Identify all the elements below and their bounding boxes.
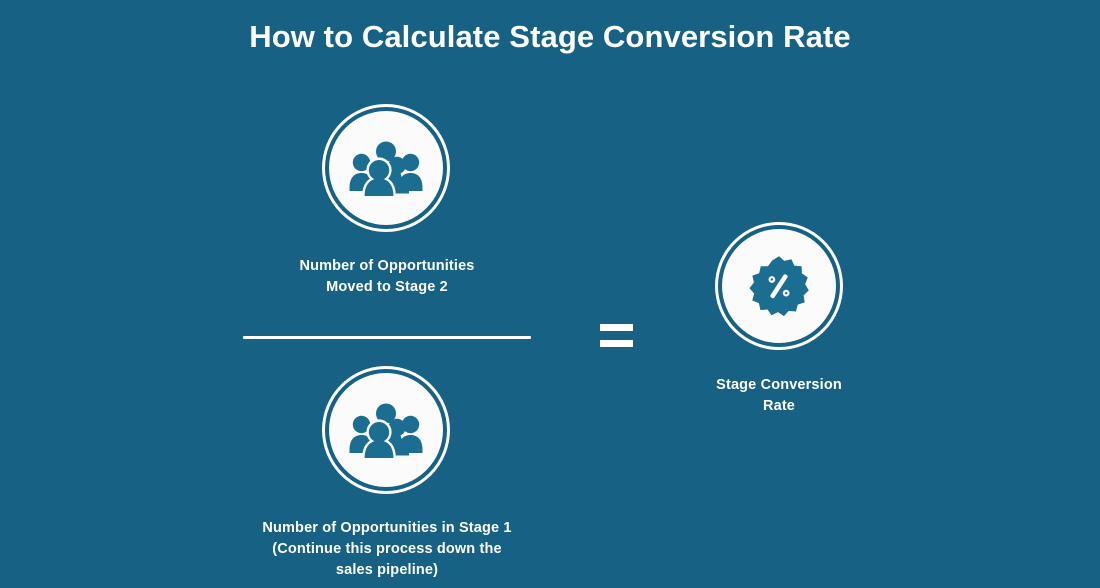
result-ring (715, 222, 843, 350)
people-group-icon (329, 111, 443, 225)
denominator-caption-line-1: Number of Opportunities in Stage 1 (262, 520, 512, 536)
numerator-caption: Number of Opportunities Moved to Stage 2 (187, 256, 587, 298)
numerator-ring (322, 104, 450, 232)
equals-sign-bar-bottom (600, 340, 633, 347)
numerator-caption-line-2: Moved to Stage 2 (326, 279, 448, 295)
equals-sign-bar-top (600, 324, 633, 331)
denominator-icon-badge (322, 366, 450, 494)
numerator-icon-badge (322, 104, 450, 232)
people-group-icon (329, 373, 443, 487)
denominator-caption-line-3: sales pipeline) (335, 562, 439, 578)
denominator-caption: Number of Opportunities in Stage 1 (Cont… (187, 518, 587, 581)
page-title: How to Calculate Stage Conversion Rate (249, 19, 851, 54)
result-caption-line-2: Rate (762, 398, 796, 414)
equals-sign (600, 324, 633, 347)
result-icon-badge (715, 222, 843, 350)
denominator-ring (322, 366, 450, 494)
result-caption-line-1: Stage Conversion (716, 377, 842, 393)
numerator-caption-line-1: Number of Opportunities (299, 258, 475, 274)
denominator-caption-line-2: (Continue this process down the (272, 541, 502, 557)
result-caption: Stage Conversion Rate (659, 375, 899, 417)
fraction-bar (243, 336, 531, 339)
percent-badge-icon (722, 229, 836, 343)
